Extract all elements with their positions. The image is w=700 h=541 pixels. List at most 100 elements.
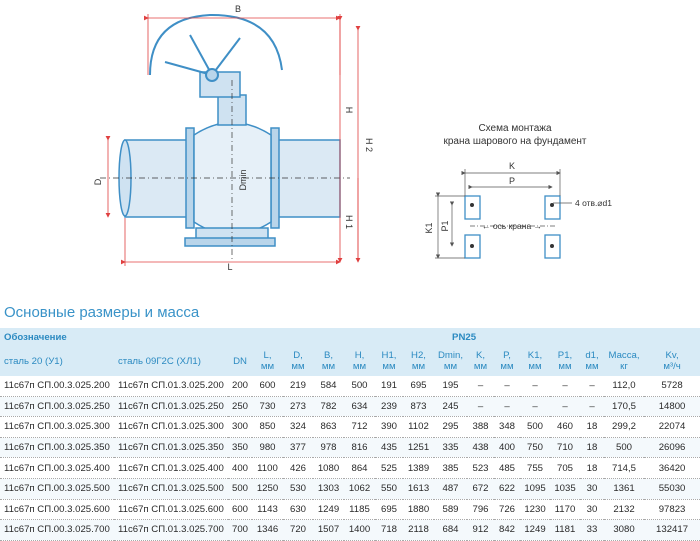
dimensions-table: Обозначение PN25 сталь 20 (У1) сталь 09Г… — [0, 328, 700, 541]
table-cell: 1346 — [252, 519, 283, 541]
col-steel09: сталь 09Г2С (ХЛ1) — [114, 346, 228, 376]
valve-drawing: Dmin B H H 2 H 1 D L — [93, 4, 612, 272]
table-cell: – — [520, 376, 550, 397]
table-cell: 712 — [344, 416, 375, 438]
col-header: K1,мм — [520, 346, 550, 376]
table-cell: 33 — [580, 519, 604, 541]
table-cell: 1035 — [550, 478, 580, 500]
col-header-unit: мм — [260, 361, 275, 372]
table-cell: 589 — [434, 499, 467, 521]
table-cell: 191 — [375, 376, 403, 397]
label-p1: P1 — [440, 220, 450, 231]
label-k: K — [509, 161, 515, 171]
handwheel — [149, 13, 283, 82]
label-h2: H 2 — [364, 138, 374, 152]
table-cell: 782 — [313, 396, 344, 418]
table-cell: 600 — [252, 376, 283, 397]
table-cell: 842 — [494, 519, 520, 541]
table-cell: 18 — [580, 437, 604, 459]
table-cell: 335 — [434, 437, 467, 459]
table-cell: 1095 — [520, 478, 550, 500]
table-cell: 550 — [375, 478, 403, 500]
table-cell: – — [580, 396, 604, 418]
col-header-unit: мм — [382, 361, 396, 372]
col-header-unit: мм — [500, 361, 514, 372]
table-cell: 525 — [375, 457, 403, 479]
label-b: B — [235, 4, 241, 14]
col-header: B,мм — [313, 346, 344, 376]
table-cell: – — [494, 396, 520, 418]
table-cell: 500 — [604, 437, 644, 459]
table-cell: 485 — [494, 457, 520, 479]
section-title: Основные размеры и масса — [4, 304, 200, 321]
table-cell: 2118 — [403, 519, 434, 541]
table-cell: 500 — [344, 376, 375, 397]
mounting-schema-title-line1: Схема монтажа — [478, 123, 552, 134]
label-holes: 4 отв.⌀d1 — [575, 198, 612, 208]
table-cell: – — [467, 396, 494, 418]
label-axis: ← ось крана → — [482, 221, 542, 231]
col-header: P,мм — [494, 346, 520, 376]
label-p: P — [509, 176, 515, 186]
col-header-unit: мм — [411, 361, 426, 372]
table-cell: 720 — [283, 519, 313, 541]
table-cell: 11с67п СП.01.3.025.300 — [114, 416, 228, 438]
table-cell: 1102 — [403, 416, 434, 438]
mounting-schema-title-line2: крана шарового на фундамент — [443, 136, 587, 147]
col-header: D,мм — [283, 346, 313, 376]
label-l: L — [227, 262, 232, 272]
col-header-name: P1, — [557, 350, 573, 361]
mounting-schema — [435, 169, 572, 259]
table-cell: 1100 — [252, 457, 283, 479]
table-cell: 1181 — [550, 519, 580, 541]
table-cell: 400 — [494, 437, 520, 459]
table-cell: 390 — [375, 416, 403, 438]
table-cell: 816 — [344, 437, 375, 459]
col-header-name: Kv, — [665, 350, 679, 361]
table-cell: 30 — [580, 478, 604, 500]
table-cell: 295 — [434, 416, 467, 438]
col-header: DN — [228, 346, 252, 376]
col-header: Dmin,мм — [434, 346, 467, 376]
table-cell: 200 — [228, 376, 252, 397]
col-header-name: D, — [293, 350, 303, 361]
table-cell: 14800 — [644, 396, 700, 418]
col-header-name: Масса, — [608, 350, 640, 361]
table-cell: 672 — [467, 478, 494, 500]
col-header-unit: кг — [620, 361, 628, 372]
col-header-name: d1, — [585, 350, 599, 361]
table-cell: 1230 — [520, 499, 550, 521]
table-cell: 1880 — [403, 499, 434, 521]
table-cell: 1361 — [604, 478, 644, 500]
table-cell: 978 — [313, 437, 344, 459]
col-header-name: K, — [475, 350, 486, 361]
table-cell: 523 — [467, 457, 494, 479]
col-header: K,мм — [467, 346, 494, 376]
label-k1: K1 — [424, 222, 434, 233]
table-cell: 26096 — [644, 437, 700, 459]
col-header-name: L, — [263, 350, 272, 361]
table-cell: 684 — [434, 519, 467, 541]
table-cell: 11с67п СП.01.3.025.500 — [114, 478, 228, 500]
table-cell: 400 — [228, 457, 252, 479]
table-cell: 864 — [344, 457, 375, 479]
col-header: Kv,м³/ч — [644, 346, 700, 376]
col-header: P1,мм — [550, 346, 580, 376]
table-cell: 273 — [283, 396, 313, 418]
table-cell: 487 — [434, 478, 467, 500]
col-header-name: P, — [503, 350, 511, 361]
table-cell: 18 — [580, 457, 604, 479]
table-cell: 245 — [434, 396, 467, 418]
dimensions-table-wrapper: Обозначение PN25 сталь 20 (У1) сталь 09Г… — [0, 328, 700, 541]
col-header: Масса,кг — [604, 346, 644, 376]
col-header-unit: мм — [558, 361, 572, 372]
table-cell: 435 — [375, 437, 403, 459]
label-d: D — [93, 178, 103, 185]
table-cell: 634 — [344, 396, 375, 418]
table-cell: 377 — [283, 437, 313, 459]
col-header: H,мм — [344, 346, 375, 376]
table-cell: 348 — [494, 416, 520, 438]
table-cell: 36420 — [644, 457, 700, 479]
